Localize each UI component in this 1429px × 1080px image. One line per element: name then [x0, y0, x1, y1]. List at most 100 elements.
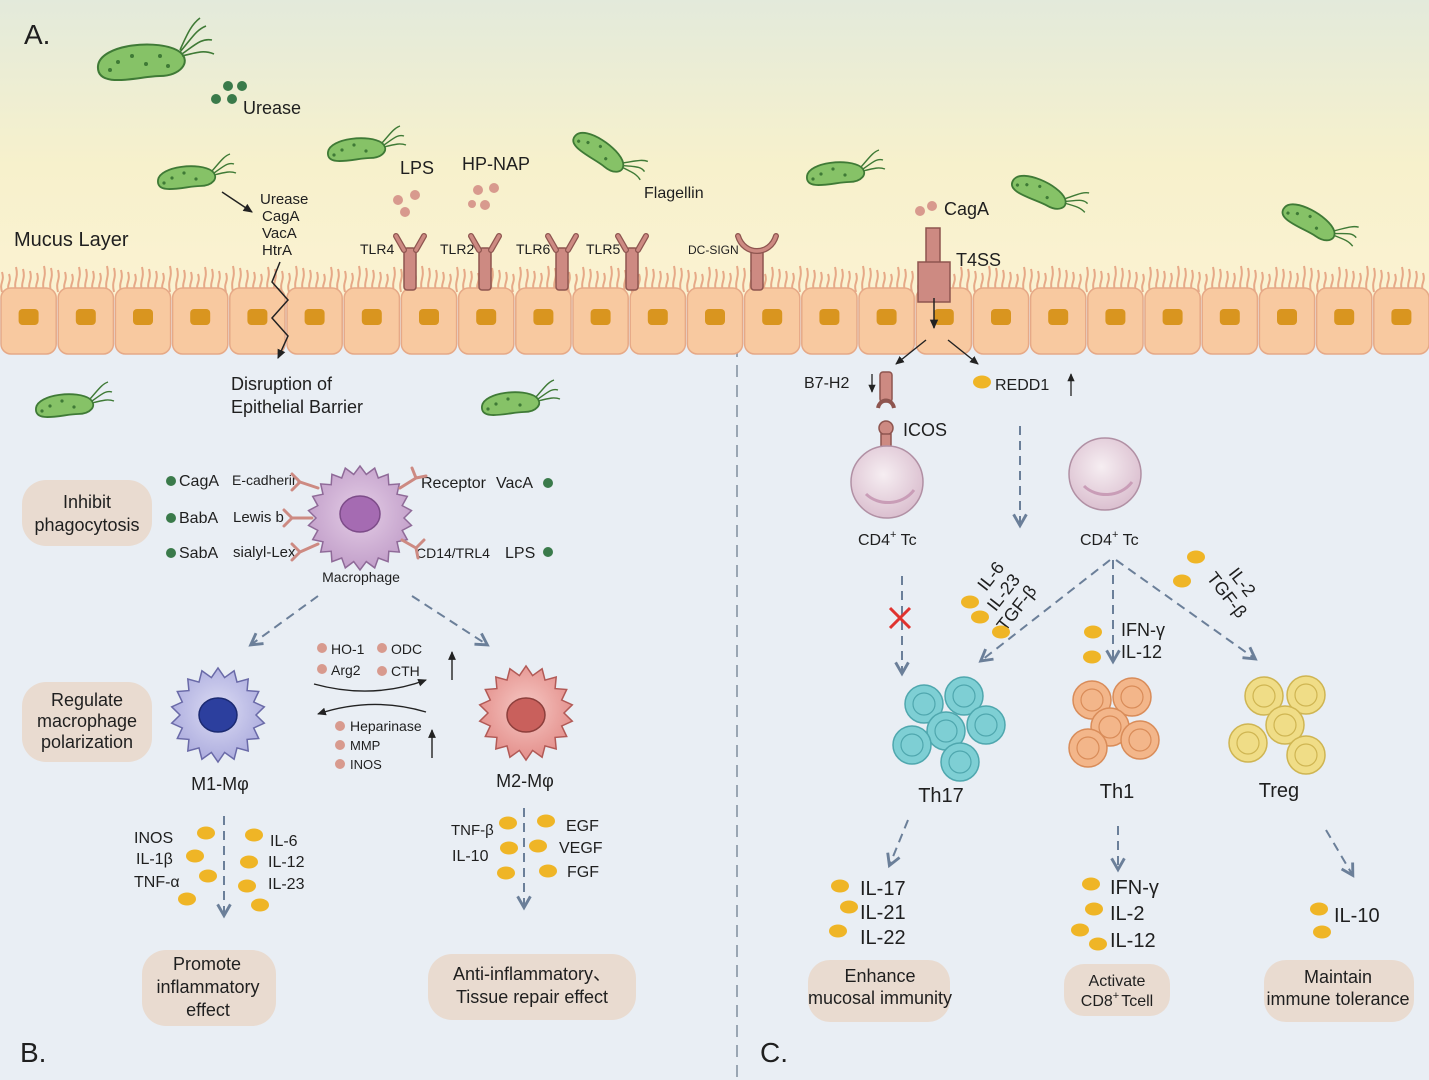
left-factor-dots — [166, 476, 176, 558]
cell-nucleus — [1334, 309, 1355, 325]
enzyme-dots-up — [317, 643, 387, 676]
lumen-background — [0, 0, 1429, 300]
m2-macrophage-icon — [478, 664, 574, 762]
m1-polarization-arrow — [248, 595, 319, 647]
promote-line3: effect — [186, 1000, 230, 1020]
activate-line1: Activate — [1089, 973, 1146, 990]
hpnap-dots-icon — [468, 183, 499, 210]
cell-nucleus — [247, 309, 268, 325]
m2-cyt-il10: IL-10 — [452, 848, 489, 865]
t4ss-label: T4SS — [956, 250, 1001, 270]
cell-nucleus — [876, 309, 897, 325]
icos-label: ICOS — [903, 420, 947, 440]
th1-cyt-ifng: IFN-γ — [1121, 620, 1165, 640]
th17-out-il21: IL-21 — [860, 902, 906, 924]
m1-cyt-il23: IL-23 — [268, 876, 305, 893]
m1-to-m2-arrow — [313, 679, 427, 692]
enzyme-dots-down — [335, 721, 345, 769]
enzyme-odc: ODC — [391, 641, 422, 657]
th17-secretion-arrow — [886, 819, 909, 869]
tlr6-label: TLR6 — [516, 241, 550, 257]
enzyme-heparinase: Heparinase — [350, 718, 422, 734]
lps-dots-icon — [393, 190, 420, 217]
activate-cd8-box — [1064, 964, 1170, 1016]
inhibit-line1: Inhibit — [63, 492, 111, 512]
cd4-tcell-icon — [850, 445, 924, 519]
virulence-caga: CagA — [262, 208, 300, 225]
promote-inflammatory-box — [142, 950, 276, 1026]
th1-out-il2: IL-2 — [1110, 903, 1144, 925]
secretion-arrow — [221, 191, 253, 213]
panel-label-b: B. — [20, 1037, 46, 1068]
maintain-line2: immune tolerance — [1266, 989, 1409, 1009]
redd1-arrow — [947, 339, 979, 365]
enhance-line2: mucosal immunity — [808, 988, 952, 1008]
m2-to-m1-arrow — [317, 703, 427, 716]
b7h2-label: B7-H2 — [804, 375, 849, 392]
macrophage-cell-icon — [307, 464, 413, 572]
m2-cyt-fgf: FGF — [567, 864, 599, 881]
th17-out-il22: IL-22 — [860, 927, 906, 949]
cell-nucleus — [1277, 309, 1297, 325]
virulence-htra: HtrA — [262, 242, 292, 259]
m2-label: M2-Mφ — [496, 771, 554, 791]
cell-nucleus — [1048, 309, 1069, 325]
m2-cyt-vegf: VEGF — [559, 840, 603, 857]
maintain-line1: Maintain — [1304, 967, 1372, 987]
cell-nucleus — [1391, 309, 1412, 325]
cell-nucleus — [1219, 309, 1240, 325]
cd4-label-left: CD4+ Tc — [858, 529, 917, 549]
to-treg-arrow — [1115, 559, 1258, 661]
cell-nucleus — [190, 309, 211, 325]
target-receptor: Receptor — [421, 475, 487, 492]
cell-nucleus — [419, 309, 439, 325]
promote-line1: Promote — [173, 954, 241, 974]
dc-sign-label: DC-SIGN — [688, 243, 739, 257]
cell-nucleus — [1162, 309, 1183, 325]
m2-cyt-tnfb: TNF-β — [451, 822, 494, 839]
m1-macrophage-icon — [170, 666, 266, 764]
th17-out-il17: IL-17 — [860, 878, 906, 900]
cell-nucleus — [590, 309, 611, 325]
caga-dots-icon — [915, 201, 937, 216]
mucus-layer-label: Mucus Layer — [14, 229, 129, 251]
panel-label-c: C. — [760, 1037, 788, 1068]
anti-line2: Tissue repair effect — [456, 987, 608, 1007]
redd1-dot — [973, 375, 991, 389]
dc-sign-receptor-icon — [735, 233, 779, 291]
flagellin-label: Flagellin — [644, 185, 704, 202]
enzyme-arg2: Arg2 — [331, 662, 361, 678]
lps-label: LPS — [400, 158, 434, 178]
disruption-line1: Disruption of — [231, 374, 333, 394]
th1-label: Th1 — [1100, 781, 1134, 803]
cell-nucleus — [75, 309, 96, 325]
macrophage-label: Macrophage — [322, 569, 400, 585]
disruption-line2: Epithelial Barrier — [231, 397, 363, 417]
caga-label: CagA — [944, 199, 989, 219]
m1-cyt-il6: IL-6 — [270, 833, 298, 850]
macrophage-receptors-icon — [282, 466, 428, 562]
factor-baba: BabA — [179, 510, 218, 527]
m1-cyt-tnfa: TNF-α — [134, 874, 180, 891]
th1-out-il12: IL-12 — [1110, 930, 1156, 952]
regulate-line2: macrophage — [37, 711, 137, 731]
factor-caga: CagA — [179, 473, 219, 490]
urease-dots-icon — [211, 81, 247, 104]
treg-secretion-arrow — [1325, 829, 1355, 878]
inhibition-x-icon — [888, 606, 912, 630]
th1-out-ifng: IFN-γ — [1110, 877, 1159, 899]
enzyme-ho1: HO-1 — [331, 641, 365, 657]
hpnap-label: HP-NAP — [462, 154, 530, 174]
enhance-immunity-box — [808, 960, 950, 1022]
urease-label: Urease — [243, 98, 301, 118]
target-sialyl-lex: sialyl-Lex — [233, 544, 296, 561]
tlr5-label: TLR5 — [586, 241, 620, 257]
m1-cyt-inos: INOS — [134, 830, 173, 847]
enzyme-cth: CTH — [391, 663, 420, 679]
redd1-label: REDD1 — [995, 377, 1049, 394]
inhibit-line2: phagocytosis — [34, 515, 139, 535]
to-th17-arrow — [978, 559, 1111, 663]
th17-label: Th17 — [918, 785, 964, 807]
cell-nucleus — [133, 309, 153, 325]
cell-nucleus — [18, 309, 39, 325]
